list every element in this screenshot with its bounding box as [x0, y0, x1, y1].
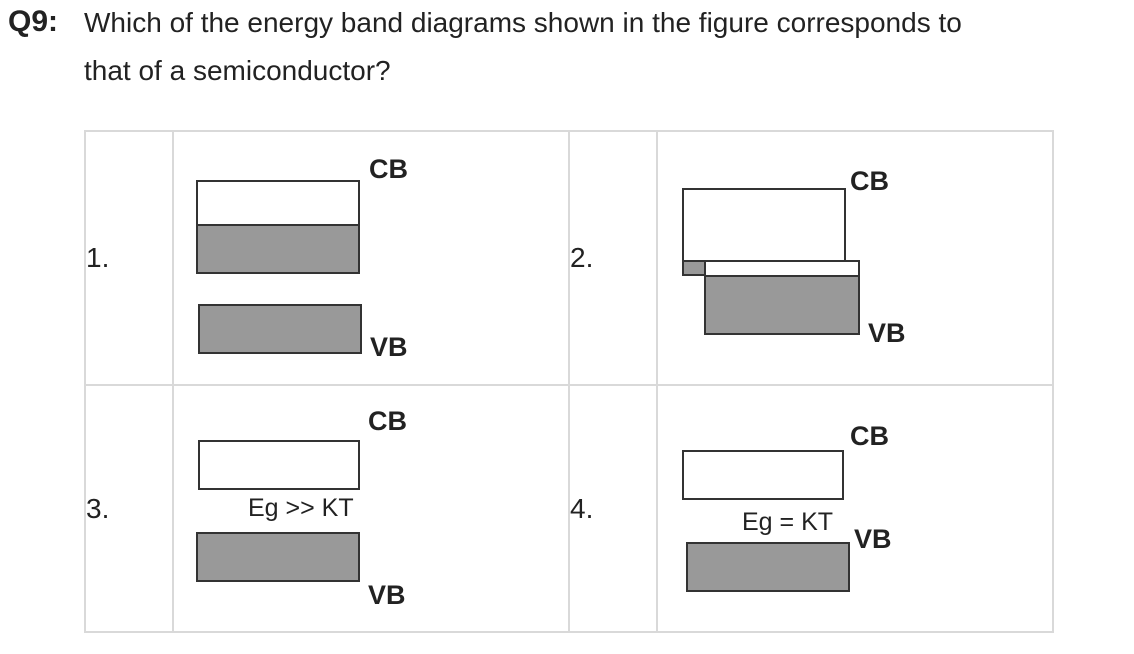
valence-band: [198, 304, 362, 354]
option-1-number: 1.: [84, 130, 174, 386]
valence-band: [686, 542, 850, 592]
cb-label: CB: [368, 406, 407, 436]
overlap-filled-segment: [682, 260, 706, 276]
band-gap-label: Eg >> KT: [248, 494, 354, 522]
option-4-diagram: CB Eg = KT VB: [656, 384, 1054, 633]
vb-label: VB: [368, 580, 406, 610]
band-overlap-strip: [704, 260, 860, 277]
conduction-band: [198, 440, 360, 490]
cb-label: CB: [850, 421, 889, 451]
question-label: Q9:: [8, 5, 59, 38]
option-3-number: 3.: [84, 384, 174, 633]
valence-band: [704, 275, 860, 335]
cb-label: CB: [369, 154, 408, 184]
valence-band: [196, 532, 360, 582]
options-table: 1. CB VB 2. CB VB 3. CB Eg >> KT VB 4.: [84, 130, 1054, 633]
filled-conduction-band: [196, 224, 360, 274]
option-4-number: 4.: [568, 384, 658, 633]
vb-label: VB: [370, 332, 408, 362]
conduction-band: [196, 180, 360, 226]
vb-label: VB: [868, 318, 906, 348]
question-text-line-1: Which of the energy band diagrams shown …: [84, 7, 962, 38]
question-text-line-2: that of a semiconductor?: [84, 55, 391, 86]
options-row: 1. CB VB 2. CB VB: [84, 130, 1054, 386]
vb-label: VB: [854, 524, 892, 554]
conduction-band: [682, 450, 844, 500]
cb-label: CB: [850, 166, 889, 196]
option-2-number: 2.: [568, 130, 658, 386]
option-1-diagram: CB VB: [172, 130, 570, 386]
option-2-diagram: CB VB: [656, 130, 1054, 386]
option-3-diagram: CB Eg >> KT VB: [172, 384, 570, 633]
band-gap-label: Eg = KT: [742, 508, 834, 536]
options-row: 3. CB Eg >> KT VB 4. CB Eg = KT VB: [84, 384, 1054, 633]
